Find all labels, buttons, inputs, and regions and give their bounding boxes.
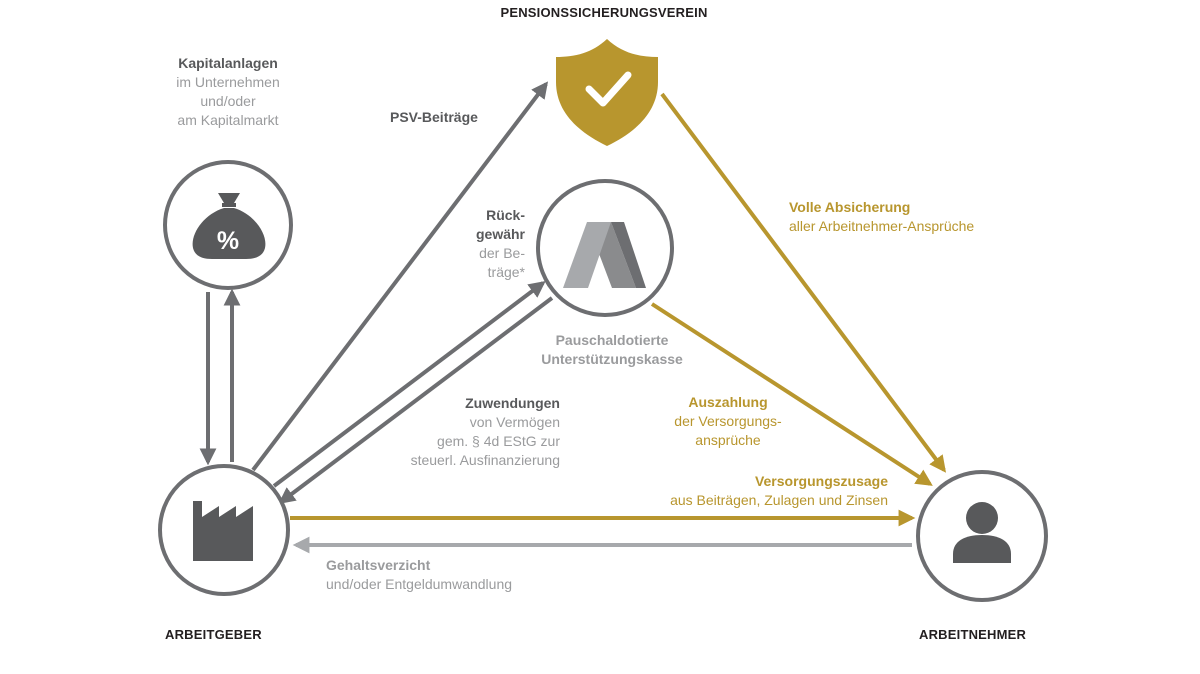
kasse-label-line: Unterstützungskasse xyxy=(541,351,683,367)
versorgungszusage-sub: aus Beiträgen, Zulagen und Zinsen xyxy=(670,492,888,508)
rueckgewaehr-sub: träge* xyxy=(487,264,525,280)
gehaltsverzicht-title: Gehaltsverzicht xyxy=(326,557,431,573)
zuwendungen-label: Zuwendungen von Vermögen gem. § 4d EStG … xyxy=(360,394,560,470)
arrow-psv-beitraege xyxy=(251,81,549,472)
bag-symbol: % xyxy=(217,227,239,255)
rueckgewaehr-label: Rück- gewähr der Be- träge* xyxy=(440,206,525,282)
arbeitgeber-title: ARBEITGEBER xyxy=(165,627,262,642)
zuwendungen-sub: steuerl. Ausfinanzierung xyxy=(410,452,560,468)
versorgungszusage-title: Versorgungszusage xyxy=(754,473,888,489)
auszahlung-title: Auszahlung xyxy=(688,394,768,410)
kasse-logo-icon xyxy=(563,222,646,288)
kasse-label: Pauschaldotierte Unterstützungskasse xyxy=(522,331,702,369)
kapital-label-line: und/oder xyxy=(200,93,256,109)
arrow-volle-absicherung xyxy=(660,92,947,473)
money-bag-percent-icon: % xyxy=(192,193,266,259)
kapital-label: Kapitalanlagen im Unternehmen und/oder a… xyxy=(148,54,308,130)
person-icon xyxy=(953,502,1011,563)
versorgungszusage-label: Versorgungszusage aus Beiträgen, Zulagen… xyxy=(600,472,888,510)
arbeitnehmer-node xyxy=(916,470,1048,602)
arrow-rueckgewaehr xyxy=(278,296,554,505)
volle-absicherung-sub: aller Arbeitnehmer-Ansprüche xyxy=(789,218,975,234)
rueckgewaehr-title: Rück- xyxy=(486,207,525,223)
zuwendungen-title: Zuwendungen xyxy=(465,395,560,411)
arrow-zuwendungen xyxy=(272,280,546,488)
gehaltsverzicht-label: Gehaltsverzicht und/oder Entgeldumwandlu… xyxy=(326,556,512,594)
auszahlung-label: Auszahlung der Versorgungs- ansprüche xyxy=(658,393,798,450)
arrow-auszahlung xyxy=(650,302,933,486)
zuwendungen-sub: gem. § 4d EStG zur xyxy=(437,433,560,449)
auszahlung-sub: der Versorgungs- xyxy=(674,413,782,429)
kapital-label-line: am Kapitalmarkt xyxy=(177,112,279,128)
factory-icon xyxy=(193,501,253,561)
rueckgewaehr-title: gewähr xyxy=(475,226,525,242)
auszahlung-sub: ansprüche xyxy=(695,432,761,448)
kapital-node: % xyxy=(163,160,293,290)
psv-title: PENSIONSSICHERUNGSVEREIN xyxy=(500,5,708,20)
kapital-label-line: im Unternehmen xyxy=(176,74,280,90)
psv-beitraege-label: PSV-Beiträge xyxy=(390,109,478,125)
rueckgewaehr-sub: der Be- xyxy=(479,245,525,261)
volle-absicherung-label: Volle Absicherung aller Arbeitnehmer-Ans… xyxy=(789,198,974,236)
shield-check-icon xyxy=(556,39,658,146)
zuwendungen-sub: von Vermögen xyxy=(469,414,560,430)
arbeitnehmer-title: ARBEITNEHMER xyxy=(919,627,1027,642)
kasse-label-line: Pauschaldotierte xyxy=(555,332,669,348)
volle-absicherung-title: Volle Absicherung xyxy=(789,199,911,215)
kapital-label-title: Kapitalanlagen xyxy=(178,55,278,71)
arbeitgeber-node xyxy=(158,464,290,596)
gehaltsverzicht-sub: und/oder Entgeldumwandlung xyxy=(326,576,513,592)
kasse-node xyxy=(536,179,674,317)
